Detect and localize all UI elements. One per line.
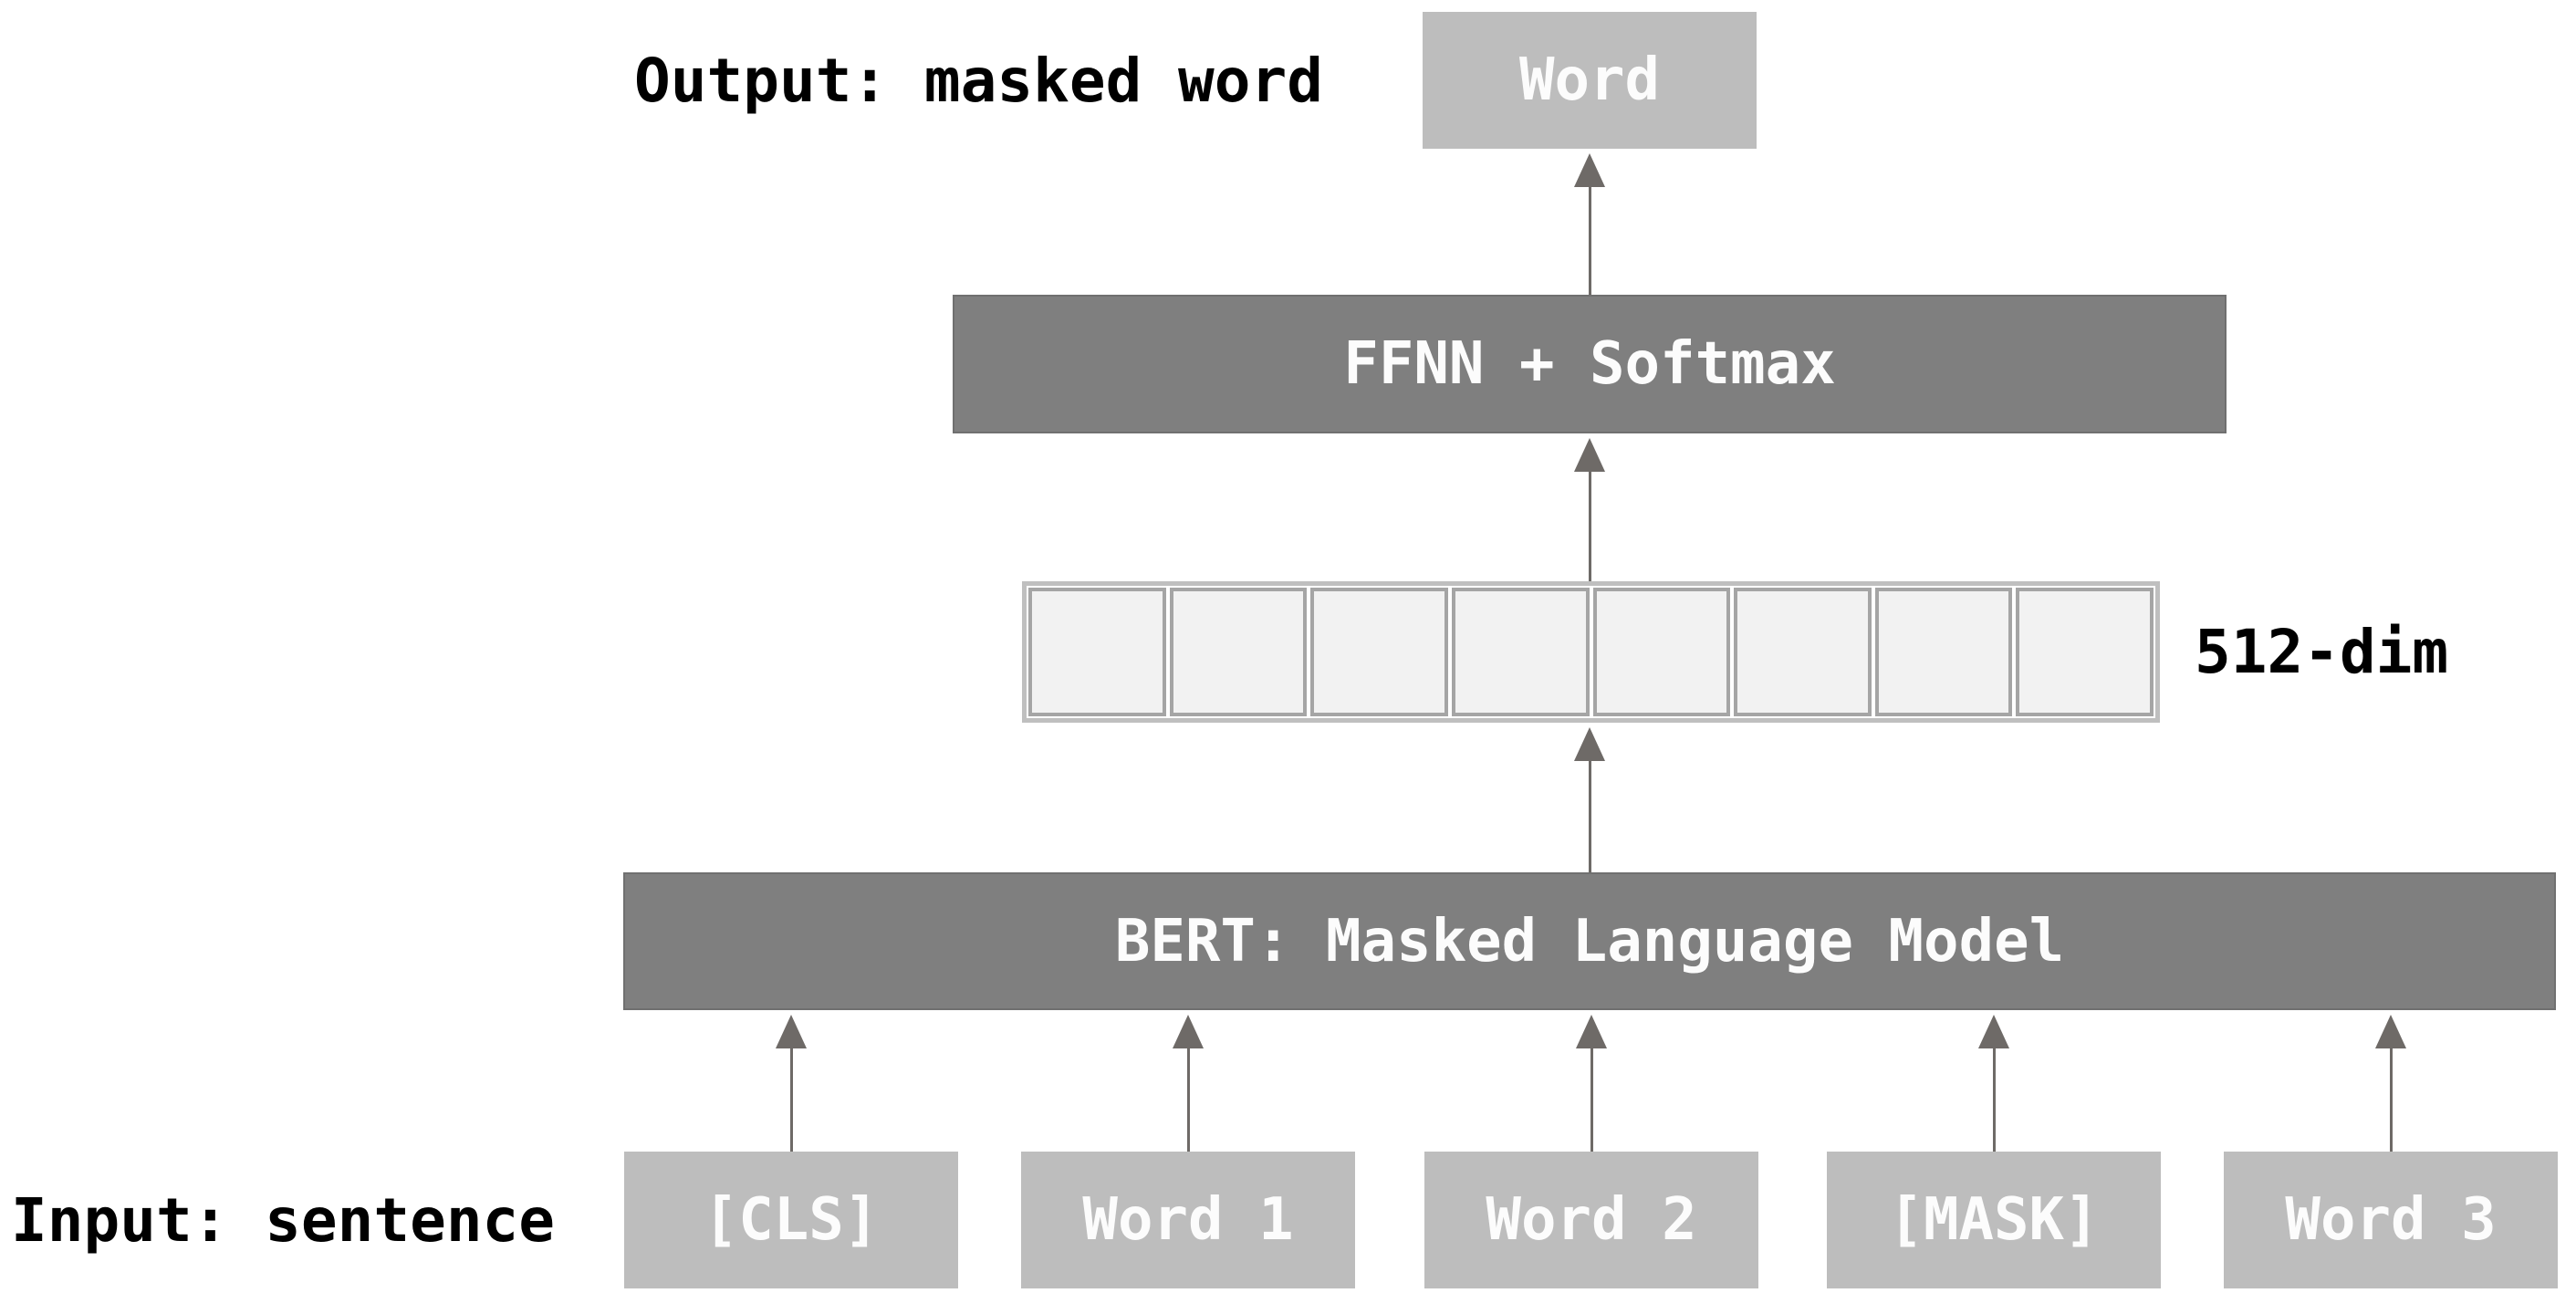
token-box-word1-label: Word 1: [1082, 1186, 1294, 1254]
arrow-up-icon: [776, 1015, 807, 1048]
token-box-mask: [MASK]: [1827, 1152, 2161, 1288]
vector-cell: [1734, 588, 1872, 716]
input-label: Input: sentence: [11, 1184, 556, 1256]
token-box-word1: Word 1: [1021, 1152, 1355, 1288]
vector-cell: [1592, 588, 1731, 716]
vector-cell: [1310, 588, 1448, 716]
arrow-bert-to-vector: [1574, 727, 1605, 872]
bert-box: BERT: Masked Language Model: [623, 872, 2556, 1010]
output-label: Output: masked word: [634, 45, 1323, 116]
arrow-up-icon: [1574, 438, 1605, 472]
arrow-shaft: [1186, 1048, 1190, 1152]
vector-cell: [1874, 588, 2013, 716]
arrow-up-icon: [1574, 153, 1605, 187]
arrow-shaft: [2389, 1048, 2393, 1152]
token-box-word2: Word 2: [1424, 1152, 1758, 1288]
token-box-word2-label: Word 2: [1486, 1186, 1697, 1254]
vector-cell: [1028, 588, 1166, 716]
arrow-up-icon: [1173, 1015, 1204, 1048]
ffnn-softmax-box-label: FFNN + Softmax: [1343, 330, 1836, 398]
arrow-ffnn-to-word: [1574, 153, 1605, 295]
arrow-up-icon: [1574, 727, 1605, 761]
token-box-word3-label: Word 3: [2285, 1186, 2497, 1254]
vector-cell: [1451, 588, 1590, 716]
arrow-mask-to-bert: [1978, 1015, 2009, 1152]
arrow-up-icon: [1576, 1015, 1607, 1048]
arrow-shaft: [1992, 1048, 1996, 1152]
arrow-up-icon: [2375, 1015, 2406, 1048]
token-box-cls: [CLS]: [624, 1152, 958, 1288]
arrow-shaft: [1588, 761, 1591, 872]
token-box-mask-label: [MASK]: [1888, 1186, 2100, 1254]
arrow-word1-to-bert: [1173, 1015, 1204, 1152]
vector-row: [1022, 581, 2160, 723]
vector-cell: [2016, 588, 2154, 716]
arrow-shaft: [789, 1048, 793, 1152]
arrow-shaft: [1588, 187, 1591, 295]
token-box-cls-label: [CLS]: [703, 1186, 880, 1254]
vector-cell: [1169, 588, 1308, 716]
arrow-shaft: [1590, 1048, 1593, 1152]
arrow-word3-to-bert: [2375, 1015, 2406, 1152]
arrow-cls-to-bert: [776, 1015, 807, 1152]
dim-label: 512-dim: [2195, 617, 2449, 687]
arrow-word2-to-bert: [1576, 1015, 1607, 1152]
bert-box-label: BERT: Masked Language Model: [1114, 907, 2065, 975]
ffnn-softmax-box: FFNN + Softmax: [953, 295, 2227, 433]
token-box-word3: Word 3: [2224, 1152, 2558, 1288]
output-word-box-label: Word: [1518, 47, 1661, 114]
arrow-up-icon: [1978, 1015, 2009, 1048]
arrow-vector-to-ffnn: [1574, 438, 1605, 581]
output-word-box: Word: [1423, 12, 1757, 149]
arrow-shaft: [1588, 472, 1591, 581]
